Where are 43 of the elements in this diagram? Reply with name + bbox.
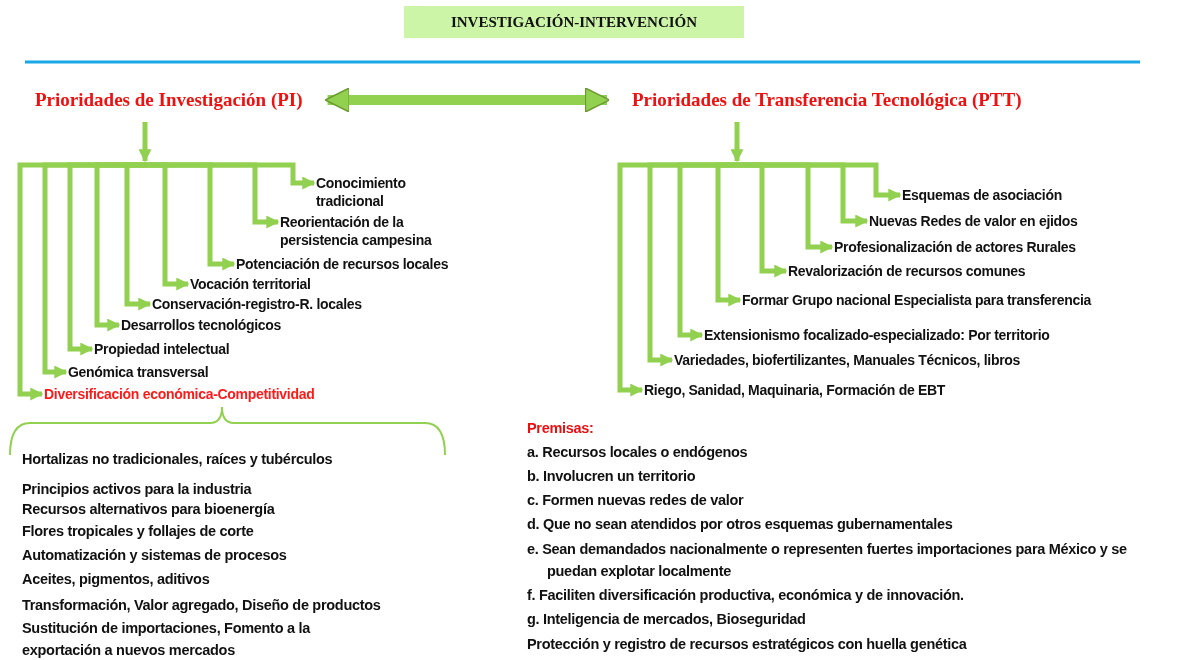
priority-item: Riego, Sanidad, Maquinaria, Formación de EBT <box>644 381 946 399</box>
list-item: g. Inteligencia de mercados, Bioseguridad <box>527 610 806 629</box>
list-item: Automatización y sistemas de procesos <box>22 546 287 565</box>
priority-item: Genómica transversal <box>68 363 209 381</box>
section-heading: Prioridades de Investigación (PI) <box>35 88 303 112</box>
branch-arrow <box>737 162 788 278</box>
list-item: Transformación, Valor agregado, Diseño de productos <box>22 596 381 615</box>
list-item: Flores tropicales y follajes de corte <box>22 522 254 541</box>
branch-arrow <box>617 162 737 397</box>
trunk-arrow <box>730 122 744 163</box>
list-item: d. Que no sean atendidos por otros esquemas gubernamentales <box>527 515 953 534</box>
priority-item: Reorientación de la persistencia campesina <box>280 213 480 249</box>
section-heading: Prioridades de Transferencia Tecnológica (PTT) <box>632 88 1022 112</box>
priority-item: Formar Grupo nacional Especialista para transferencia <box>742 291 1091 309</box>
priority-item: Conservación-registro-R. locales <box>152 295 362 313</box>
list-item: c. Formen nuevas redes de valor <box>527 491 744 510</box>
priority-item: Profesionalización de actores Rurales <box>834 238 1076 256</box>
list-item: Aceites, pigmentos, aditivos <box>22 570 210 589</box>
list-item: f. Faciliten diversificación productiva, económica y de innovación. <box>527 586 964 605</box>
double-arrow <box>324 87 611 113</box>
priority-item: Extensionismo focalizado-especializado: Por territorio <box>704 326 1050 344</box>
priority-item: Variedades, biofertilizantes, Manuales Técnicos, libros <box>674 351 1021 369</box>
list-item: Principios activos para la industria <box>22 480 252 499</box>
section-heading: Premisas: <box>527 419 594 438</box>
priority-item: Nuevas Redes de valor en ejidos <box>869 212 1078 230</box>
priority-item: Conocimiento tradicional <box>316 174 426 210</box>
list-item: b. Involucren un territorio <box>527 467 696 486</box>
trunk-arrow <box>138 122 152 163</box>
priority-item: Potenciación de recursos locales <box>236 255 449 273</box>
priority-item: Diversificación económica-Competitividad <box>44 385 315 403</box>
priority-item: Vocación territorial <box>190 275 311 293</box>
list-item: Hortalizas no tradicionales, raíces y tubérculos <box>22 450 333 469</box>
title-banner: INVESTIGACIÓN-INTERVENCIÓN <box>404 6 744 38</box>
list-item: Protección y registro de recursos estratégicos con huella genética <box>527 635 967 654</box>
list-item: Sustitución de importaciones, Fomento a la exportación a nuevos mercados <box>22 619 312 660</box>
list-item: Recursos alternativos para bioenergía <box>22 500 275 519</box>
branch-arrow <box>17 162 145 401</box>
branch-arrow <box>145 162 190 291</box>
priority-item: Desarrollos tecnológicos <box>121 316 282 334</box>
list-item: a. Recursos locales o endógenos <box>527 443 748 462</box>
priority-item: Esquemas de asociación <box>902 186 1062 204</box>
priority-item: Revalorización de recursos comunes <box>788 262 1026 280</box>
priority-item: Propiedad intelectual <box>94 340 230 358</box>
